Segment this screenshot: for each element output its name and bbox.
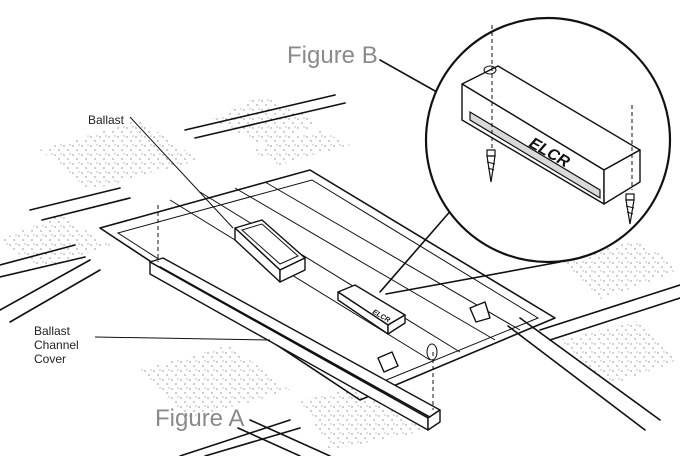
elcr-module-small: ELCR: [337, 284, 406, 335]
channel-cover-label-line3: Cover: [34, 352, 67, 366]
magnified-detail: ELCR: [424, 16, 672, 264]
callout-line-top: [379, 199, 461, 293]
figure-a-label: Figure A: [155, 405, 245, 432]
ceiling-grid: [0, 59, 680, 456]
ballast-leader-line: [129, 116, 234, 229]
figure-b-label: Figure B: [287, 42, 378, 69]
ballast-channel-cover: [149, 205, 441, 431]
ballast: [234, 219, 306, 283]
channel-cover-leader-line: [94, 336, 271, 341]
callout-line-bottom: [385, 261, 561, 295]
ballast-label: Ballast: [88, 113, 125, 127]
screw-left-icon: [486, 149, 496, 183]
channel-cover-label-line1: Ballast: [34, 324, 71, 338]
channel-cover-label-line2: Channel: [34, 338, 79, 352]
screw-right-icon: [625, 193, 635, 225]
ceiling-tiles: [0, 95, 680, 450]
